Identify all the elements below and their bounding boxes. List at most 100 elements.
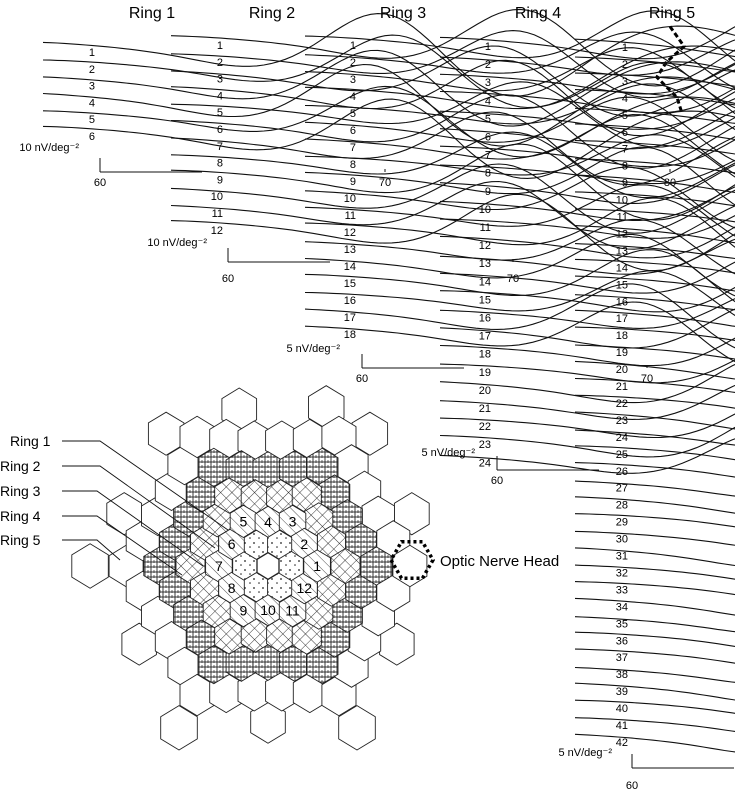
axis-tick-label: 60 [222, 273, 234, 285]
waveform-trace [439, 261, 735, 294]
panel-title: Ring 1 [129, 5, 175, 22]
waveform-trace [574, 445, 735, 461]
ring-label: Ring 2 [0, 458, 41, 474]
trace-label: 19 [616, 347, 628, 359]
panel-title: Ring 3 [380, 5, 426, 22]
trace-label: 1 [350, 40, 356, 52]
hexagon-number: 12 [297, 580, 313, 596]
waveform-trace [170, 131, 735, 199]
ring-label: Ring 1 [10, 433, 51, 449]
trace-label: 8 [217, 158, 223, 170]
trace-label: 3 [485, 77, 491, 89]
trace-label: 1 [89, 47, 95, 59]
trace-label: 33 [616, 584, 628, 596]
hexagon-ring-5 [338, 705, 376, 751]
trace-label: 25 [616, 449, 628, 461]
trace-label: 5 [350, 108, 356, 120]
trace-label: 23 [616, 415, 628, 427]
waveform-trace [42, 13, 735, 97]
trace-label: 7 [350, 142, 356, 154]
waveform-trace [574, 699, 735, 714]
ring-leader-line [62, 465, 216, 549]
waveform-trace [439, 110, 735, 150]
trace-label: 24 [479, 457, 491, 469]
trace-label: 13 [344, 244, 356, 256]
trace-label: 11 [617, 212, 628, 224]
trace-label: 27 [616, 483, 628, 495]
trace-label: 17 [616, 313, 628, 325]
hexagon-number: 11 [285, 603, 300, 619]
trace-label: 16 [479, 313, 491, 325]
trace-label: 30 [616, 534, 628, 546]
trace-label: 23 [479, 439, 491, 451]
trace-label: 4 [89, 97, 95, 109]
waveform-trace [574, 631, 735, 647]
waveform-trace [439, 413, 735, 439]
time-axis: 10 nV/deg⁻²60708090 ms [19, 142, 676, 189]
waveform-trace [439, 384, 735, 420]
axis-tick-label: 60 [356, 373, 368, 385]
waveform-trace [439, 87, 735, 114]
trace-label: 4 [217, 90, 223, 102]
waveform-trace [439, 26, 735, 60]
trace-label: 3 [350, 74, 356, 86]
hexagon-number: 6 [228, 536, 236, 552]
ring-leader-line [62, 539, 121, 561]
trace-label: 18 [344, 329, 356, 341]
waveform-trace [439, 363, 735, 404]
trace-label: 40 [616, 703, 628, 715]
hexagon-ring-3 [330, 547, 361, 585]
time-axis: 10 nV/deg⁻²60708090 ms [147, 237, 519, 285]
trace-label: 4 [485, 95, 491, 107]
hexagon-number: 10 [260, 602, 276, 618]
trace-label: 14 [344, 261, 356, 273]
hexagon-ring-5 [71, 543, 109, 589]
waveform-trace [170, 180, 735, 250]
trace-label: 7 [485, 150, 491, 162]
hexagon-number: 8 [228, 580, 236, 596]
trace-label: 34 [616, 601, 628, 613]
waveform-trace [170, 30, 735, 99]
trace-label: 1 [485, 41, 491, 53]
waveform-trace [439, 164, 735, 205]
trace-label: 6 [89, 131, 95, 143]
trace-label: 1 [622, 42, 628, 54]
waveform-trace [304, 197, 735, 248]
trace-label: 4 [350, 91, 356, 103]
trace-label: 5 [89, 114, 95, 126]
trace-label: 13 [479, 258, 491, 270]
panel-title: Ring 2 [249, 5, 295, 22]
waveform-trace [304, 283, 735, 349]
hexagon-number: 2 [300, 536, 308, 552]
waveform-trace [439, 226, 735, 259]
trace-label: 22 [479, 421, 491, 433]
hexagon-number: 9 [240, 603, 248, 619]
trace-label: 5 [217, 107, 223, 119]
trace-label: 6 [217, 124, 223, 136]
trace-label: 12 [211, 225, 223, 237]
waveform-trace [574, 666, 735, 683]
waveform-trace [170, 94, 735, 169]
waveform-trace [304, 83, 735, 131]
ring-leader-line [62, 440, 229, 531]
scale-bar-label: 5 nV/deg⁻² [421, 447, 475, 459]
hexagon-number: 4 [264, 514, 272, 530]
trace-label: 7 [217, 141, 223, 153]
trace-label: 2 [622, 59, 628, 71]
trace-label: 39 [616, 686, 628, 698]
waveform-trace [170, 143, 735, 221]
waveform-trace [304, 134, 735, 178]
waveform-trace [439, 438, 735, 474]
waveform-trace [439, 298, 735, 329]
trace-label: 6 [350, 125, 356, 137]
scale-bar-label: 10 nV/deg⁻² [147, 237, 207, 249]
trace-label: 9 [485, 186, 491, 198]
trace-label: 12 [479, 240, 491, 252]
trace-label: 14 [479, 276, 491, 288]
hexagon-number: 7 [215, 558, 223, 574]
trace-label: 18 [616, 330, 628, 342]
waveform-trace [439, 238, 735, 275]
trace-label: 16 [344, 295, 356, 307]
